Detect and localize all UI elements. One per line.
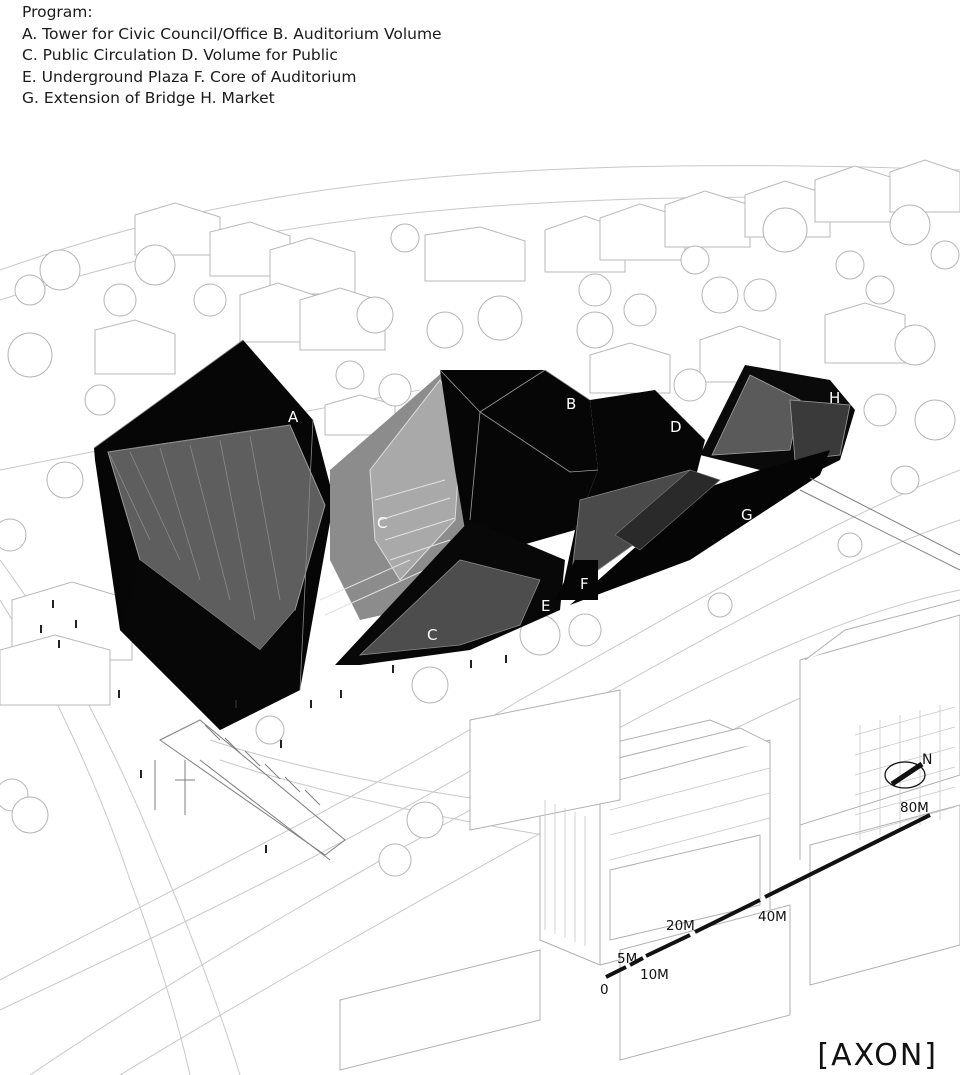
view-caption: [AXON] [817,1038,938,1073]
legend-line-1: A. Tower for Civic Council/Office B. Aud… [22,24,442,43]
label-f: F [580,575,589,593]
context-buildings [339,599,960,1071]
north-label: N [922,752,932,768]
label-a: A [288,408,299,426]
scale-20m: 20M [666,918,695,934]
program-legend: Program: A. Tower for Civic Council/Offi… [22,2,442,110]
context-houses [0,159,960,706]
scale-0: 0 [600,982,609,998]
program-labels: A B C C D E F G H [288,389,840,644]
scale-40m: 40M [758,909,787,925]
legend-line-2: C. Public Circulation D. Volume for Publ… [22,46,338,65]
label-e: E [541,597,550,615]
scale-80m: 80M [900,800,929,816]
label-b: B [566,395,576,413]
pedestrian-bridge [154,477,960,861]
scale-bar [605,813,931,979]
north-arrow: N [884,752,932,789]
building-massing [93,339,855,730]
label-c-upper: C [377,514,387,532]
label-c-lower: C [427,626,437,644]
legend-heading: Program: [22,3,93,21]
legend-line-3: E. Underground Plaza F. Core of Auditori… [22,67,357,86]
label-h: H [829,389,840,407]
people-silhouettes [40,600,507,853]
legend-line-4: G. Extension of Bridge H. Market [22,89,275,108]
label-d: D [670,418,682,436]
label-g: G [741,506,753,524]
bridge-extension-g [570,450,830,605]
scale-bar-labels: 0 5M 10M 20M 40M 80M [600,800,929,998]
scale-10m: 10M [640,967,669,983]
scale-5m: 5M [617,951,637,967]
context-building-grid [544,705,956,946]
